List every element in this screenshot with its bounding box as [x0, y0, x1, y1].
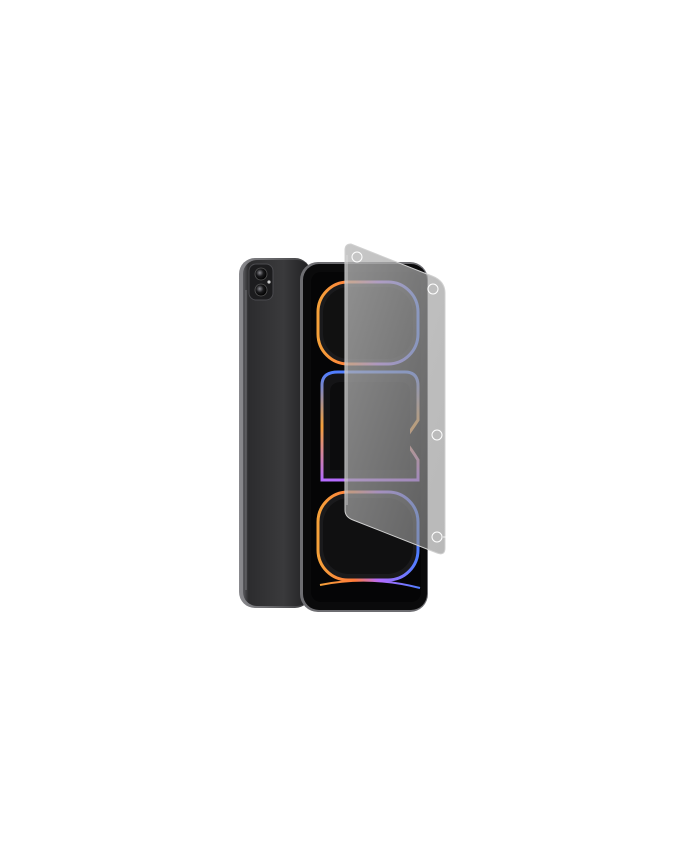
screen-protector-icon [344, 243, 452, 555]
tablet-back-icon [239, 258, 311, 608]
